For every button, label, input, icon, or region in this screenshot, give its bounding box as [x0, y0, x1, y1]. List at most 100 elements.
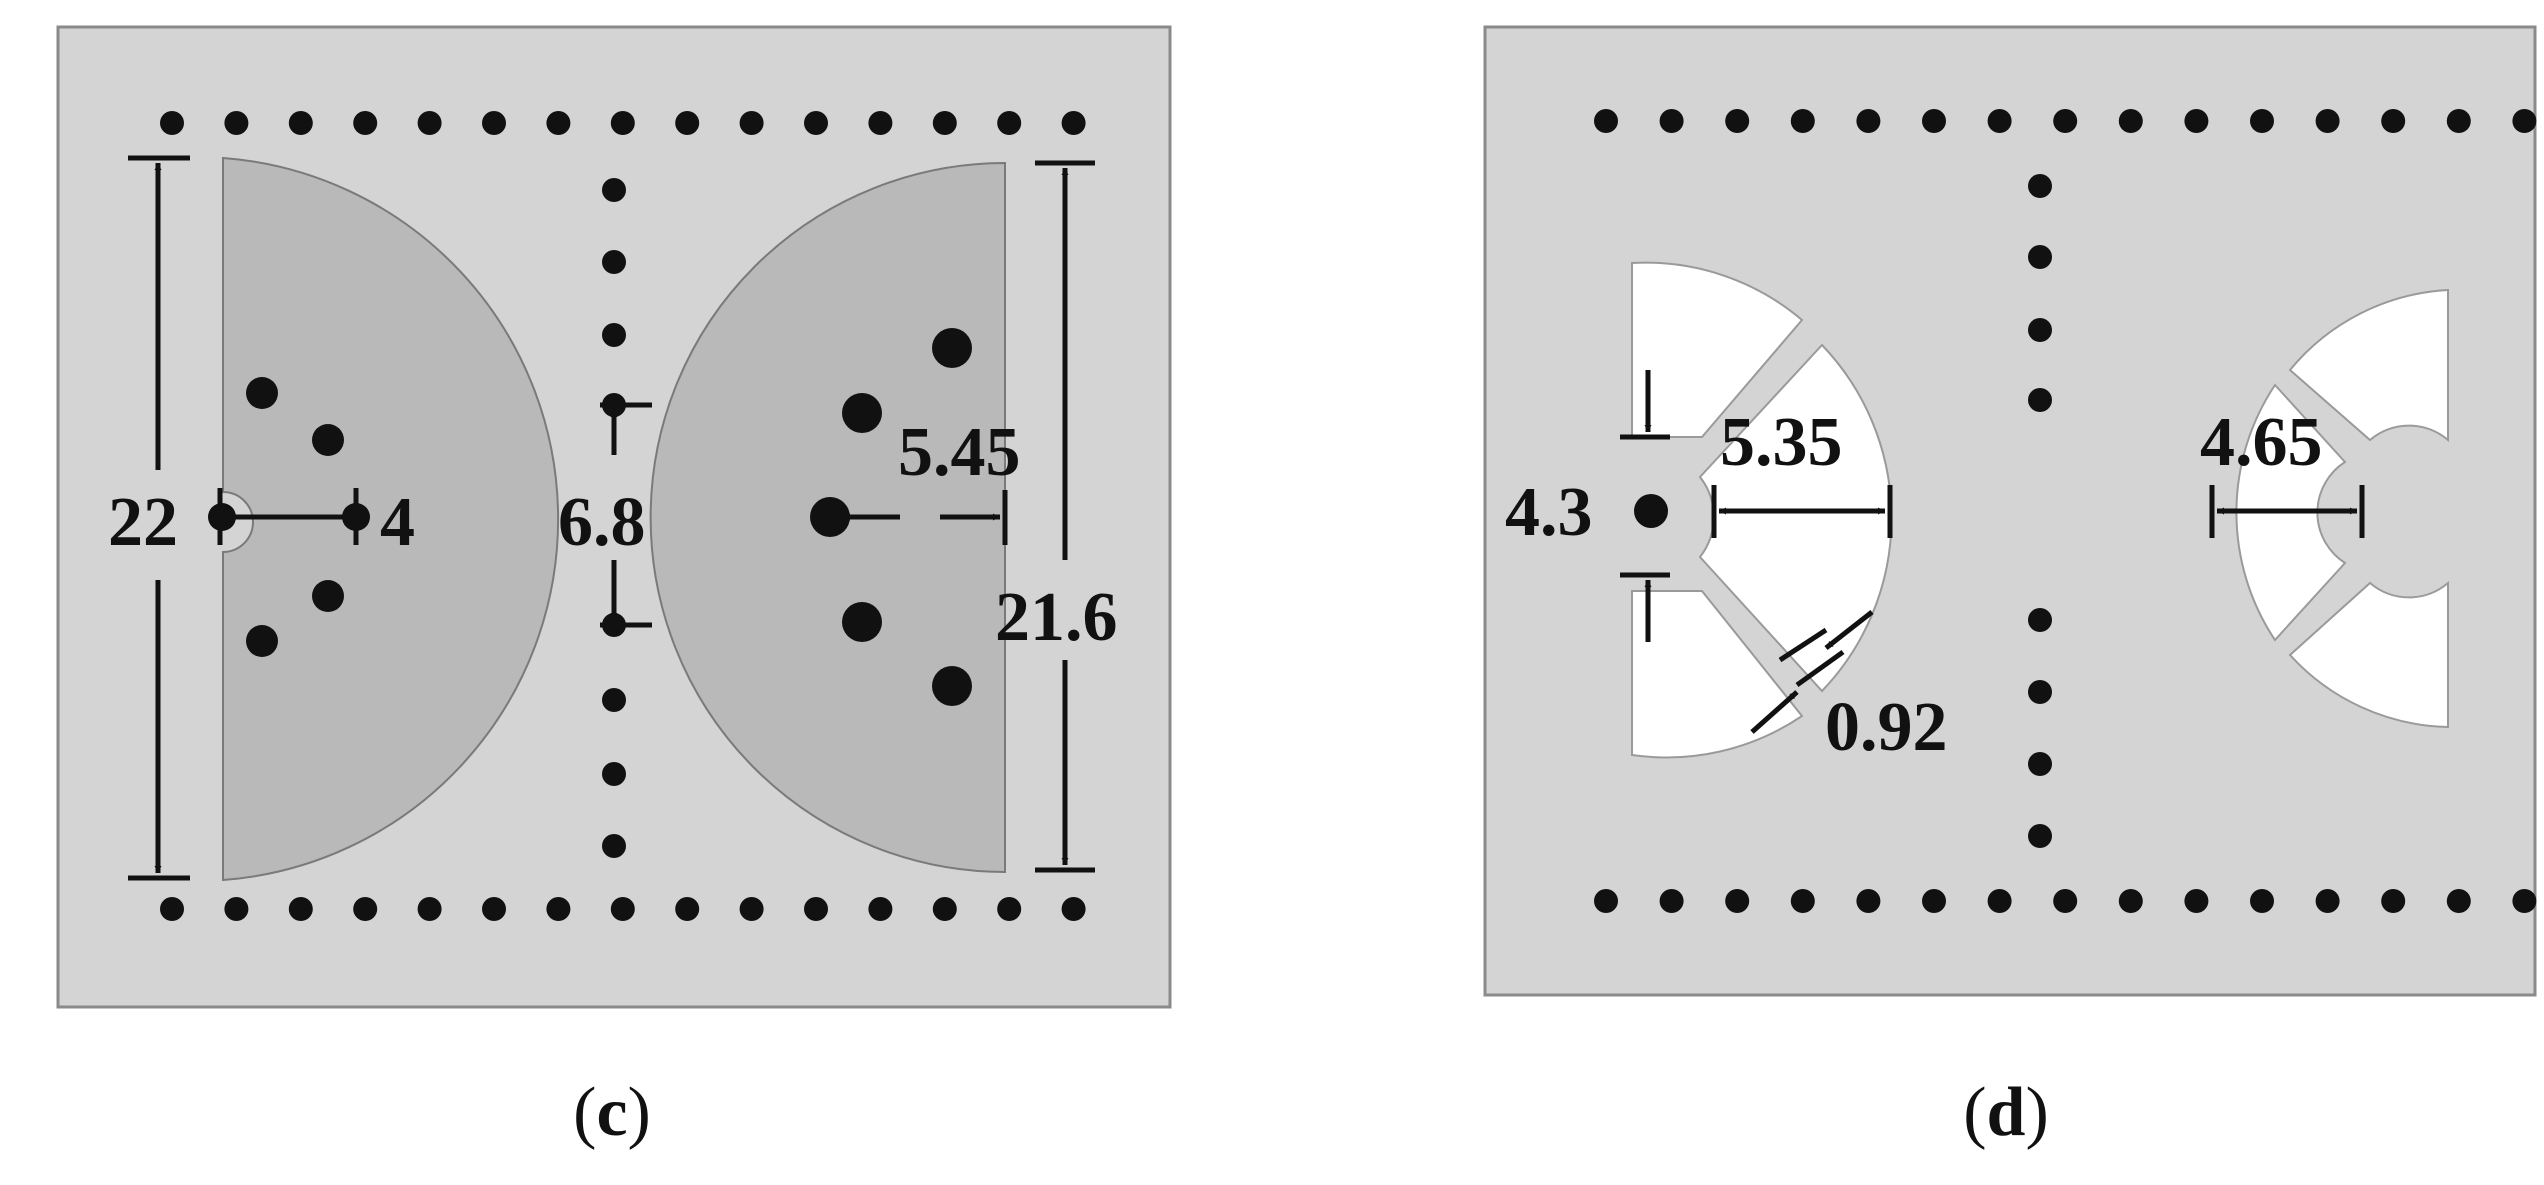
- via: [2118, 889, 2143, 913]
- slot-sector: [2288, 288, 2449, 443]
- via: [2028, 245, 2052, 269]
- via: [932, 897, 957, 921]
- via: [602, 178, 626, 202]
- via: [1634, 494, 1668, 528]
- panel-c-via-array: [160, 111, 1086, 921]
- caption-open-paren: (: [1963, 1074, 1986, 1151]
- via: [2028, 174, 2052, 198]
- dimension-label: 4: [380, 484, 415, 561]
- dimension-label: 22: [108, 484, 178, 561]
- via: [739, 897, 764, 921]
- via: [224, 897, 249, 921]
- panel-c-caption: (c): [573, 1074, 651, 1151]
- via: [417, 897, 442, 921]
- via: [2118, 109, 2143, 133]
- via: [2512, 889, 2537, 913]
- via: [417, 111, 442, 135]
- via: [2028, 608, 2052, 632]
- via: [160, 111, 184, 135]
- dimension-arrow: [1750, 690, 1799, 734]
- via: [602, 762, 626, 786]
- via: [602, 250, 626, 274]
- via: [312, 580, 344, 612]
- panel-d-via-array: [1594, 109, 2537, 913]
- via: [1856, 889, 1881, 913]
- via: [2446, 109, 2471, 133]
- via: [1790, 109, 1815, 133]
- via: [312, 424, 344, 456]
- via: [868, 111, 893, 135]
- via: [2250, 889, 2274, 913]
- dimension-4: [208, 488, 370, 545]
- panel-c-patch-vias: [246, 328, 972, 706]
- dimension-label: 4.65: [2200, 404, 2323, 481]
- dimension-6-8: [600, 402, 652, 628]
- via: [546, 111, 571, 135]
- via: [739, 111, 764, 135]
- via: [842, 393, 882, 433]
- panel-d-caption: (d): [1963, 1074, 2049, 1151]
- via: [1725, 109, 1750, 133]
- via: [2028, 680, 2052, 704]
- via: [675, 111, 700, 135]
- dimension-label: 21.6: [995, 579, 1118, 656]
- via: [1594, 889, 1618, 913]
- dimension-label: 5.35: [1720, 404, 1843, 481]
- via: [2028, 824, 2052, 848]
- via: [224, 111, 249, 135]
- via: [2381, 889, 2406, 913]
- via: [804, 897, 828, 921]
- via: [602, 834, 626, 858]
- dimension-4-3: [1620, 370, 1670, 642]
- via: [932, 328, 972, 368]
- caption-close-paren: ): [628, 1074, 651, 1151]
- dimension-5-35: [1711, 485, 1893, 538]
- via: [810, 497, 850, 537]
- slot-sector: [2288, 580, 2449, 729]
- via: [1659, 889, 1684, 913]
- via: [1061, 897, 1086, 921]
- via: [1856, 109, 1881, 133]
- via: [602, 323, 626, 347]
- via: [1725, 889, 1750, 913]
- via: [546, 897, 571, 921]
- via: [2184, 889, 2209, 913]
- via: [2053, 889, 2078, 913]
- via: [2028, 752, 2052, 776]
- caption-letter: c: [596, 1074, 627, 1151]
- via: [932, 666, 972, 706]
- panel-d: 4.3 5.35 4.65 0.92 (d): [1483, 25, 2537, 1151]
- via: [2028, 318, 2052, 342]
- dimension-label: 0.92: [1825, 689, 1948, 766]
- dimension-22: [128, 155, 190, 881]
- via: [482, 111, 506, 135]
- panel-d-left-slots: [1631, 261, 1893, 759]
- dimension-0-92: [1750, 610, 1874, 734]
- via: [1061, 111, 1086, 135]
- via: [2315, 109, 2340, 133]
- via: [246, 377, 278, 409]
- dimension-label: 4.3: [1505, 474, 1593, 551]
- dimension-4-65: [2209, 485, 2365, 538]
- via: [2250, 109, 2274, 133]
- via: [1659, 109, 1684, 133]
- via: [2184, 109, 2209, 133]
- via: [610, 897, 635, 921]
- via: [997, 111, 1022, 135]
- via: [2512, 109, 2537, 133]
- via: [1922, 889, 1946, 913]
- via: [1594, 109, 1618, 133]
- dimension-label: 5.45: [898, 414, 1021, 491]
- via: [2381, 109, 2406, 133]
- via: [1922, 109, 1946, 133]
- via: [2446, 889, 2471, 913]
- via: [675, 897, 700, 921]
- panel-c-left-patch: [222, 156, 560, 882]
- dimension-5-45: [843, 490, 1008, 545]
- via: [353, 897, 378, 921]
- via: [602, 688, 626, 712]
- via: [610, 111, 635, 135]
- panel-c: 22 4 6.8 5.45 21.6 (c): [56, 25, 1172, 1151]
- dimension-label: 6.8: [558, 484, 646, 561]
- via: [1987, 889, 2012, 913]
